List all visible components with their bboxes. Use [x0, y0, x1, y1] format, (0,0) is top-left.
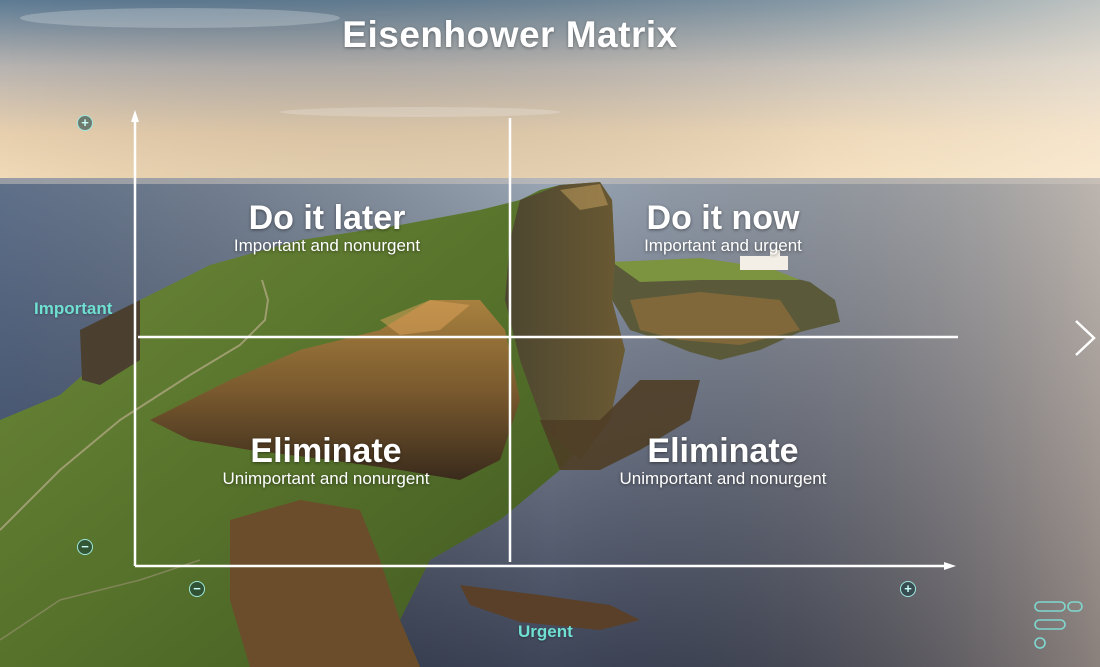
y-axis-arrow — [131, 110, 139, 122]
quadrant-do-it-later: Do it later Important and nonurgent — [177, 200, 477, 255]
x-axis-arrow — [944, 562, 956, 570]
slide-nav-icon[interactable] — [1032, 598, 1088, 656]
next-slide-button[interactable] — [1070, 318, 1098, 358]
quadrant-subtitle: Unimportant and nonurgent — [619, 469, 827, 488]
quadrant-title: Do it later — [248, 199, 406, 237]
zoom-out-button-left[interactable]: − — [77, 539, 93, 555]
quadrant-title: Eliminate — [250, 432, 402, 470]
zoom-in-button-right[interactable]: + — [900, 581, 916, 597]
quadrant-subtitle: Unimportant and nonurgent — [222, 469, 430, 488]
quadrant-subtitle: Important and nonurgent — [233, 236, 421, 255]
x-axis-label: Urgent — [518, 622, 573, 641]
y-axis-label: Important — [34, 299, 113, 318]
quadrant-eliminate-left: Eliminate Unimportant and nonurgent — [176, 433, 476, 488]
quadrant-title: Do it now — [646, 199, 800, 237]
slide-title: Eisenhower Matrix — [342, 14, 678, 55]
quadrant-subtitle: Important and urgent — [644, 236, 802, 255]
plus-icon: + — [81, 115, 89, 130]
quadrant-eliminate-right: Eliminate Unimportant and nonurgent — [573, 433, 873, 488]
minus-icon: − — [193, 581, 201, 596]
chevron-right-icon — [1075, 320, 1096, 356]
zoom-out-button-bottom[interactable]: − — [189, 581, 205, 597]
zoom-in-button-top[interactable]: + — [77, 115, 93, 131]
quadrant-title: Eliminate — [647, 432, 799, 470]
quadrant-do-it-now: Do it now Important and urgent — [573, 200, 873, 255]
plus-icon: + — [904, 581, 912, 596]
minus-icon: − — [81, 539, 89, 554]
